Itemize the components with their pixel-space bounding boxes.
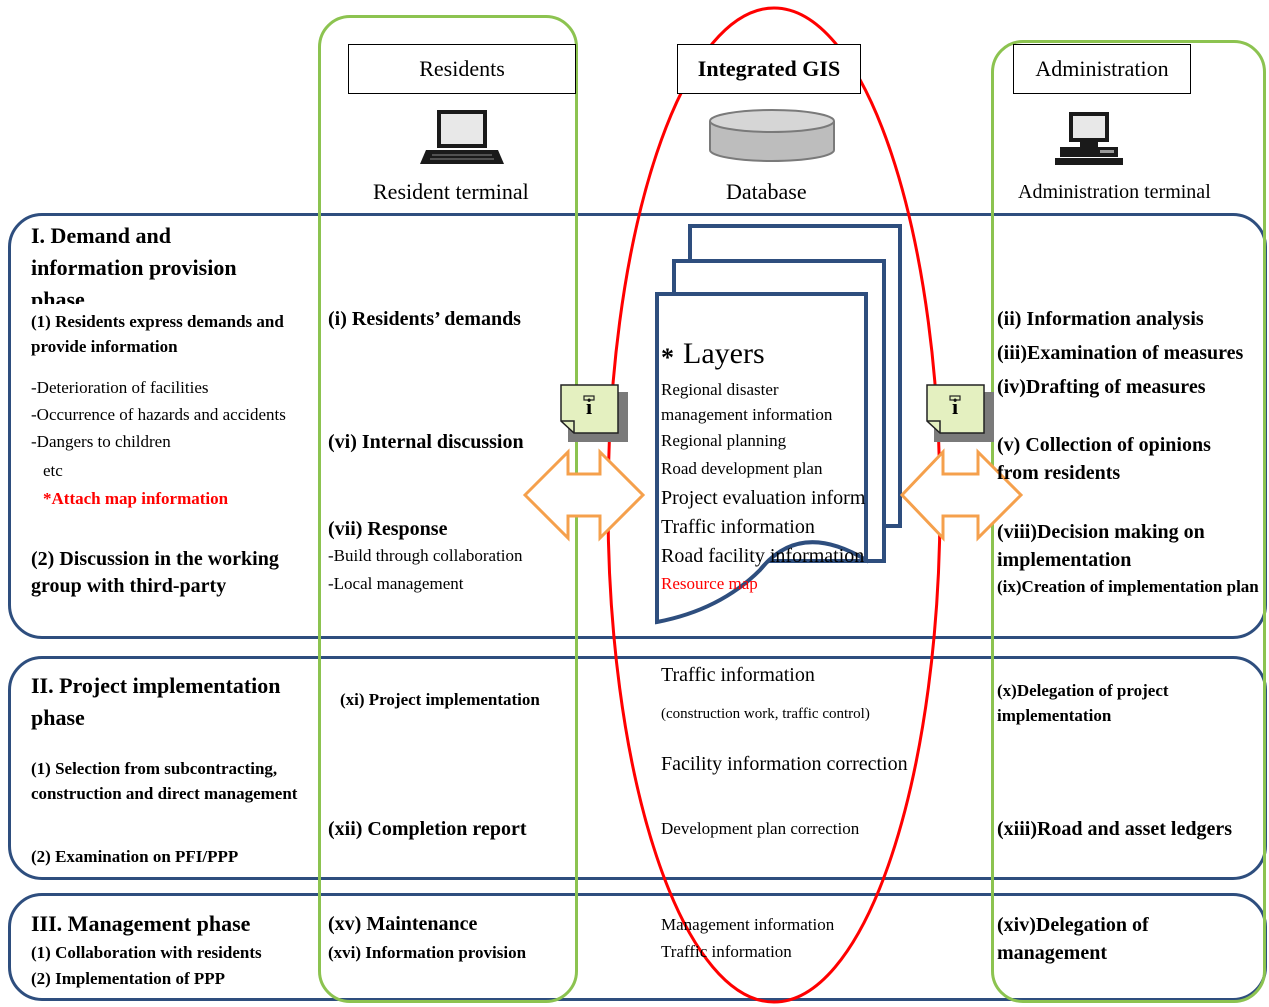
- phase-1-bullet-4: etc: [43, 461, 63, 480]
- phase-3-step-1: (1) Collaboration with residents: [31, 943, 262, 962]
- gis-management-info: Management information: [661, 915, 835, 934]
- res-step-vi: (vi) Internal discussion: [328, 431, 524, 453]
- layer-item-2: Regional planning: [661, 431, 787, 450]
- administration-terminal-label: Administration terminal: [1018, 181, 1211, 203]
- double-arrow-icon-right: [899, 448, 1024, 542]
- layer-item-5: Traffic information: [661, 516, 815, 538]
- phase-1-step-1: (1) Residents express demands and provid…: [31, 312, 284, 356]
- administration-header: Administration: [1013, 44, 1191, 94]
- res-step-xv: (xv) Maintenance: [328, 913, 478, 935]
- layer-item-4: Project evaluation information: [661, 487, 866, 509]
- phase-1-bullet-1: -Deterioration of facilities: [31, 378, 209, 397]
- gis-traffic-info: Traffic information: [661, 664, 815, 686]
- adm-step-iii: (iii)Examination of measures: [997, 342, 1244, 364]
- adm-step-x: (x)Delegation of project implementation: [997, 681, 1169, 725]
- phase-1-bullet-2: -Occurrence of hazards and accidents: [31, 405, 286, 424]
- database-icon: [709, 109, 835, 162]
- gis-traffic-note: (construction work, traffic control): [661, 706, 870, 722]
- phase-1-step-2: (2) Discussion in the working group with…: [31, 548, 279, 597]
- svg-text:i: i: [586, 394, 592, 419]
- res-step-i: (i) Residents’ demands: [328, 308, 521, 330]
- phase-3-step-2: (2) Implementation of PPP: [31, 969, 226, 988]
- adm-step-viii: (viii)Decision making on implementation: [997, 521, 1205, 571]
- res-step-xi: (xi) Project implementation: [340, 690, 540, 709]
- resident-terminal-label: Resident terminal: [373, 179, 529, 204]
- phase-2-step-2: (2) Examination on PFI/PPP: [31, 847, 239, 866]
- layer-item-3: Road development plan: [661, 459, 823, 478]
- adm-step-ix: (ix)Creation of implementation plan: [997, 577, 1259, 596]
- adm-step-iv: (iv)Drafting of measures: [997, 376, 1206, 398]
- gis-header: Integrated GIS: [677, 44, 861, 94]
- res-step-vii-item-2: -Local management: [328, 574, 464, 593]
- document-stack-icon: [655, 224, 902, 625]
- res-step-xvi: (xvi) Information provision: [328, 943, 527, 962]
- layers-title: Layers: [683, 337, 765, 370]
- phase-3-title: III. Management phase: [31, 911, 251, 936]
- res-step-vii: (vii) Response: [328, 518, 448, 540]
- phase-1-bullet-3: -Dangers to children: [31, 432, 171, 451]
- adm-step-xiv: (xiv)Delegation of management: [997, 914, 1149, 964]
- layer-item-1: Regional disaster management information: [661, 380, 833, 424]
- phase-2-step-1: (1) Selection from subcontracting, const…: [31, 759, 298, 803]
- info-note-icon-right: i: [926, 384, 994, 442]
- gis-traffic-info-3: Traffic information: [661, 942, 792, 961]
- layer-item-6: Road facility information: [661, 545, 865, 567]
- adm-step-xiii: (xiii)Road and asset ledgers: [997, 818, 1232, 840]
- layers-star: *: [661, 343, 674, 372]
- res-step-vii-item-1: -Build through collaboration: [328, 546, 523, 565]
- double-arrow-icon-left: [522, 448, 646, 542]
- gis-facility-correction: Facility information correction: [661, 753, 908, 775]
- gis-devplan-correction: Development plan correction: [661, 819, 860, 838]
- svg-text:i: i: [952, 394, 958, 419]
- desktop-computer-icon: [1055, 112, 1123, 165]
- res-step-xii: (xii) Completion report: [328, 818, 527, 840]
- phase-1-title: I. Demand and information provision phas…: [31, 223, 237, 304]
- database-label: Database: [726, 179, 807, 204]
- info-note-icon-left: i: [560, 384, 628, 442]
- layer-item-7: Resource map: [661, 574, 758, 593]
- adm-step-v: (v) Collection of opinions from resident…: [997, 434, 1211, 484]
- adm-step-ii: (ii) Information analysis: [997, 308, 1204, 330]
- residents-header: Residents: [348, 44, 576, 94]
- phase-2-title: II. Project implementation phase: [31, 673, 281, 730]
- laptop-icon: [420, 110, 504, 164]
- attach-map-note: *Attach map information: [43, 489, 229, 508]
